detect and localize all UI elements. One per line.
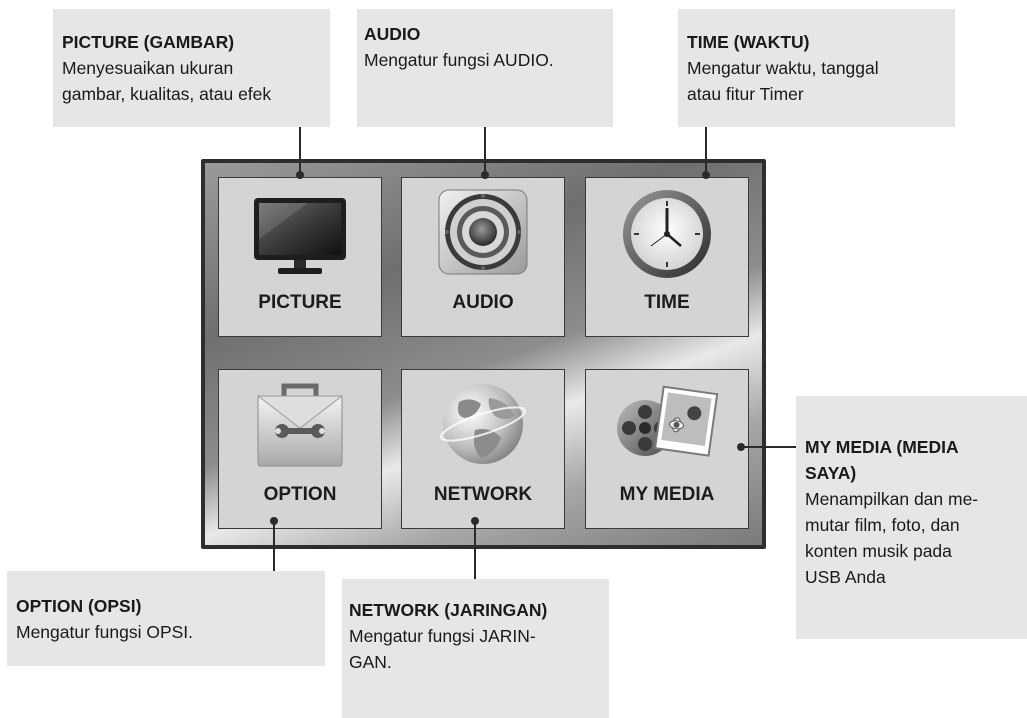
connector-dot-audio: [481, 171, 489, 179]
callout-description: Menyesuaikan ukuran gambar, kualitas, at…: [62, 58, 272, 104]
callout-description: Mengatur fungsi JARIN- GAN.: [349, 626, 536, 672]
callout-picture: PICTURE (GAMBAR) Menyesuaikan ukuran gam…: [53, 9, 330, 127]
callout-option: OPTION (OPSI) Mengatur fungsi OPSI.: [7, 571, 325, 666]
tile-label: MY MEDIA: [619, 484, 715, 505]
connector-network: [474, 522, 476, 579]
callout-description: Menampilkan dan me- mutar film, foto, da…: [805, 489, 979, 587]
callout-network: NETWORK (JARINGAN) Mengatur fungsi JARIN…: [342, 579, 609, 718]
tile-label: PICTURE: [258, 292, 342, 313]
callout-title: AUDIO: [364, 24, 421, 44]
speaker-icon: [438, 189, 528, 275]
callout-description: Mengatur fungsi AUDIO.: [364, 50, 554, 70]
menu-tile-option[interactable]: OPTION: [218, 369, 382, 529]
media-film-photo-icon: [617, 385, 719, 457]
menu-tile-network[interactable]: NETWORK: [401, 369, 565, 529]
clock-icon: [623, 190, 711, 278]
connector-audio: [484, 127, 486, 175]
connector-option: [273, 522, 275, 571]
connector-time: [705, 127, 707, 175]
connector-dot-option: [270, 517, 278, 525]
callout-my-media: MY MEDIA (MEDIA SAYA) Menampilkan dan me…: [796, 396, 1027, 639]
connector-my-media: [741, 446, 796, 448]
connector-picture: [299, 127, 301, 175]
menu-tile-time[interactable]: TIME: [585, 177, 749, 337]
callout-time: TIME (WAKTU) Mengatur waktu, tanggal ata…: [678, 9, 955, 127]
callout-title: OPTION (OPSI): [16, 596, 142, 616]
globe-icon: [440, 384, 526, 464]
toolbox-icon: [256, 383, 344, 467]
menu-tile-my-media[interactable]: MY MEDIA: [585, 369, 749, 529]
tile-label: NETWORK: [433, 484, 533, 505]
tv-monitor-icon: [254, 198, 346, 274]
callout-description: Mengatur waktu, tanggal atau fitur Timer: [687, 58, 879, 104]
callout-title: TIME (WAKTU): [687, 32, 810, 52]
callout-title: NETWORK (JARINGAN): [349, 600, 548, 620]
connector-dot-my-media: [737, 443, 745, 451]
connector-dot-time: [702, 171, 710, 179]
connector-dot-picture: [296, 171, 304, 179]
callout-description: Mengatur fungsi OPSI.: [16, 622, 194, 642]
tile-label: AUDIO: [452, 292, 514, 313]
tile-label: OPTION: [263, 484, 337, 505]
callout-title: PICTURE (GAMBAR): [62, 32, 235, 52]
menu-tile-audio[interactable]: AUDIO: [401, 177, 565, 337]
callout-title: MY MEDIA (MEDIA SAYA): [805, 437, 959, 483]
callout-audio: AUDIO Mengatur fungsi AUDIO.: [357, 9, 613, 127]
menu-tile-picture[interactable]: PICTURE: [218, 177, 382, 337]
tile-label: TIME: [644, 292, 690, 313]
connector-dot-network: [471, 517, 479, 525]
home-menu-panel: PICTURE AUDIO: [201, 159, 766, 549]
